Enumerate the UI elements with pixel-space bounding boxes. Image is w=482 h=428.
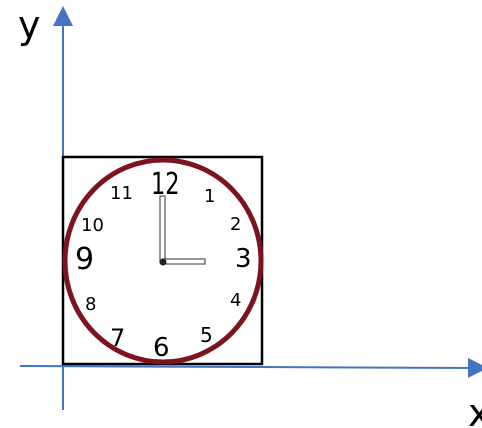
clock-number-3: 3 [235, 244, 252, 274]
clock-number-7: 7 [110, 324, 125, 352]
clock-number-8: 8 [85, 294, 96, 315]
clock-number-4: 4 [230, 290, 241, 311]
y-axis-label: y [18, 3, 41, 47]
minute-hand [159, 195, 166, 263]
hour-hand [162, 258, 206, 265]
clock-number-2: 2 [230, 214, 241, 235]
x-axis [19, 357, 482, 378]
clock-center-pin [159, 258, 167, 266]
clock-number-6: 6 [153, 333, 170, 363]
clock-number-9: 9 [75, 242, 94, 277]
clock-number-5: 5 [200, 323, 213, 347]
clock-number-11: 11 [110, 183, 133, 204]
clock-number-10: 10 [81, 215, 104, 236]
clock-number-1: 1 [204, 186, 215, 207]
x-axis-label: x [468, 391, 482, 428]
